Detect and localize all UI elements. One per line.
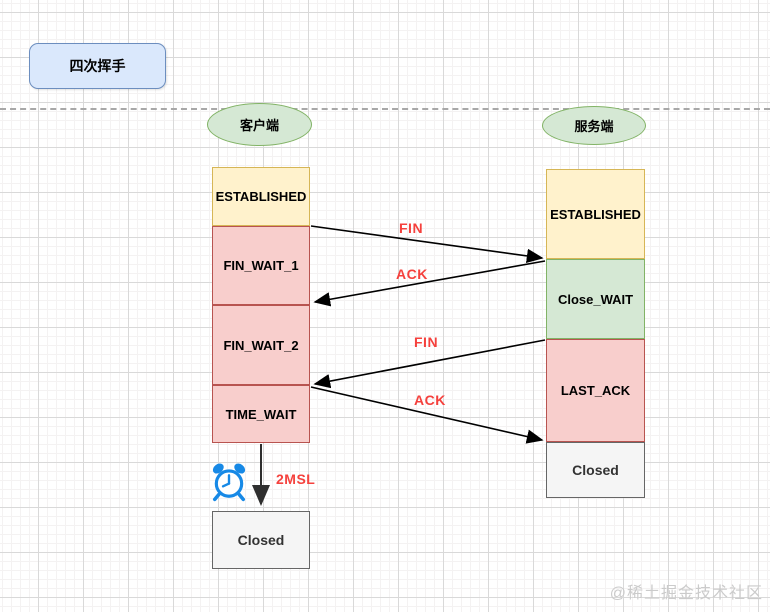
state-label: FIN_WAIT_1 <box>223 258 299 273</box>
client-state-fin-wait-1: FIN_WAIT_1 <box>212 226 310 305</box>
label-fin-2: FIN <box>414 334 439 350</box>
state-label: LAST_ACK <box>560 383 631 398</box>
server-actor-ellipse: 服务端 <box>542 106 646 145</box>
state-label: Closed <box>237 532 285 548</box>
separator-dashed-line <box>0 108 770 110</box>
label-ack-1: ACK <box>396 266 428 282</box>
client-state-time-wait: TIME_WAIT <box>212 385 310 443</box>
state-label: Closed <box>572 462 619 478</box>
label-ack-2: ACK <box>414 392 446 408</box>
watermark: @稀土掘金技术社区 <box>609 585 763 602</box>
label-2msl: 2MSL <box>276 471 316 487</box>
state-label: Close_WAIT <box>557 291 634 307</box>
alarm-clock-icon <box>212 463 246 502</box>
state-label: ESTABLISHED <box>215 189 307 204</box>
server-state-closed: Closed <box>546 442 645 498</box>
arrow-fin-client-to-server <box>310 225 544 264</box>
state-label: TIME_WAIT <box>225 406 297 422</box>
state-label: ESTABLISHED <box>550 206 641 222</box>
arrow-ack-server-to-client <box>313 260 546 307</box>
server-actor-label: 服务端 <box>574 119 614 134</box>
server-state-close-wait: Close_WAIT <box>546 259 645 339</box>
server-state-last-ack: LAST_ACK <box>546 339 645 442</box>
client-actor-label: 客户端 <box>239 118 279 133</box>
state-label: FIN_WAIT_2 <box>223 337 299 353</box>
diagram-title-box: 四次挥手 <box>29 43 166 89</box>
client-state-fin-wait-2: FIN_WAIT_2 <box>212 305 310 385</box>
label-fin-1: FIN <box>399 220 424 236</box>
client-state-established: ESTABLISHED <box>212 167 310 226</box>
client-state-closed: Closed <box>212 511 310 569</box>
diagram-title: 四次挥手 <box>69 58 126 74</box>
client-actor-ellipse: 客户端 <box>207 103 312 146</box>
server-state-established: ESTABLISHED <box>546 169 645 259</box>
